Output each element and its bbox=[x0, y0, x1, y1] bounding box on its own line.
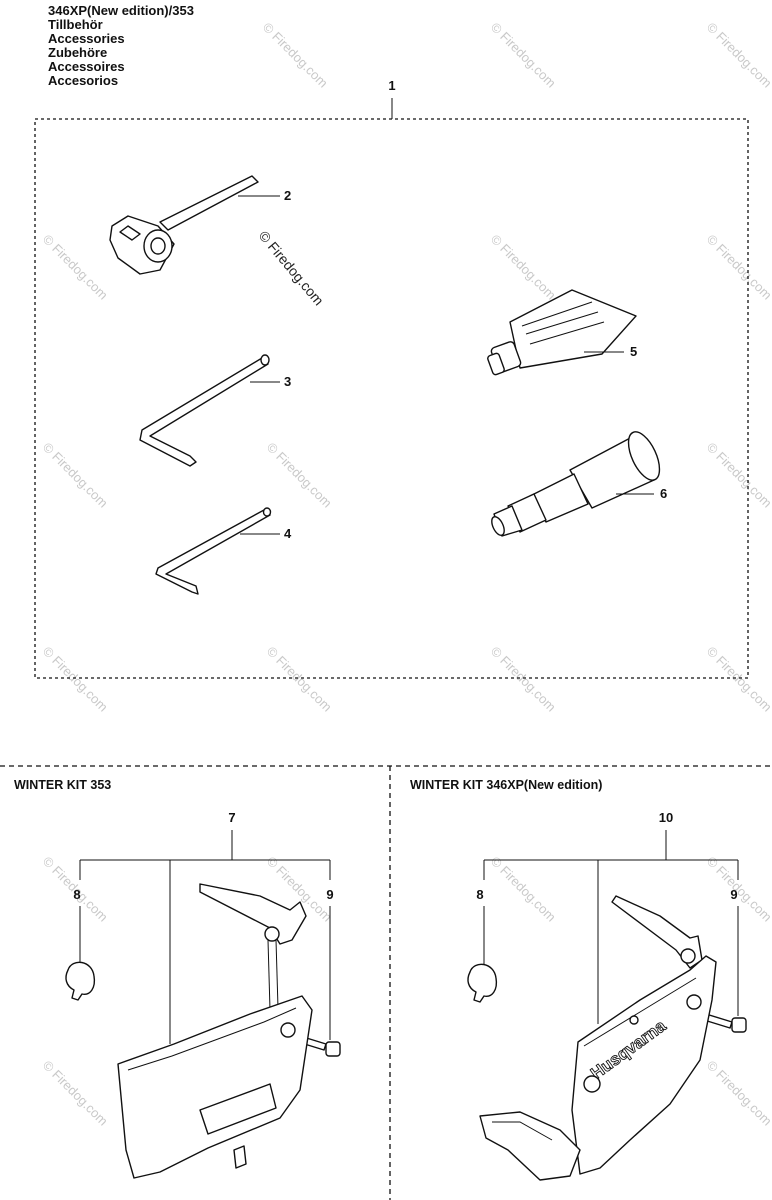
watermark-dark: © Firedog.com bbox=[256, 228, 327, 309]
watermark-4: © Firedog.com bbox=[40, 232, 111, 303]
large-hex-key bbox=[139, 354, 270, 467]
husqvarna-logo-mark bbox=[583, 1075, 601, 1093]
winter-kit-353-parts bbox=[65, 883, 341, 1179]
callout-8-right: 8 bbox=[476, 887, 483, 902]
callout-3: 3 bbox=[284, 374, 291, 389]
winter-kit-346xp-parts: Husqvarna bbox=[467, 895, 747, 1181]
header-french: Accessoires bbox=[48, 59, 125, 74]
watermark-13: © Firedog.com bbox=[704, 644, 772, 715]
file-holder-tool bbox=[491, 431, 661, 537]
watermark-9: © Firedog.com bbox=[704, 440, 772, 511]
winter-kit-353-callouts: 7 8 9 bbox=[73, 810, 334, 1044]
watermark-12: © Firedog.com bbox=[488, 644, 559, 715]
page-header: 346XP(New edition)/353 Tillbehör Accesso… bbox=[48, 4, 194, 88]
callout-9-right: 9 bbox=[730, 887, 737, 902]
kit-title-346xp: WINTER KIT 346XP(New edition) bbox=[410, 778, 603, 792]
combination-spanner bbox=[109, 175, 259, 275]
small-hex-key bbox=[155, 507, 272, 595]
callout-10: 10 bbox=[659, 810, 673, 825]
watermark-16: © Firedog.com bbox=[488, 854, 559, 925]
watermark-3: © Firedog.com bbox=[704, 20, 772, 91]
callout-4: 4 bbox=[284, 526, 292, 541]
watermark-7: © Firedog.com bbox=[40, 440, 111, 511]
callout-2: 2 bbox=[284, 188, 291, 203]
winter-kit-346xp-callouts: 10 8 9 bbox=[476, 810, 739, 1024]
watermark-10: © Firedog.com bbox=[40, 644, 111, 715]
watermark-11: © Firedog.com bbox=[264, 644, 335, 715]
watermark-2: © Firedog.com bbox=[488, 20, 559, 91]
header-spanish: Accesorios bbox=[48, 73, 119, 88]
accessories-box bbox=[34, 118, 749, 679]
header-swedish: Tillbehör bbox=[48, 17, 103, 32]
watermark-5: © Firedog.com bbox=[488, 232, 559, 303]
watermark-1: © Firedog.com bbox=[260, 20, 331, 91]
callout-7: 7 bbox=[228, 810, 235, 825]
watermark-19: © Firedog.com bbox=[704, 1058, 772, 1129]
callout-5: 5 bbox=[630, 344, 637, 359]
kit-title-353: WINTER KIT 353 bbox=[14, 778, 112, 792]
grease-tube bbox=[487, 289, 637, 376]
callout-1: 1 bbox=[388, 78, 395, 93]
watermark-6: © Firedog.com bbox=[704, 232, 772, 303]
callout-6: 6 bbox=[660, 486, 667, 501]
callout-9-left: 9 bbox=[326, 887, 333, 902]
watermark-8: © Firedog.com bbox=[264, 440, 335, 511]
header-english: Accessories bbox=[48, 31, 125, 46]
watermark-18: © Firedog.com bbox=[40, 1058, 111, 1129]
callout-8-left: 8 bbox=[73, 887, 80, 902]
header-german: Zubehöre bbox=[48, 45, 108, 60]
watermarks: © Firedog.com © Firedog.com © Firedog.co… bbox=[40, 20, 772, 1129]
header-model: 346XP(New edition)/353 bbox=[48, 3, 194, 18]
